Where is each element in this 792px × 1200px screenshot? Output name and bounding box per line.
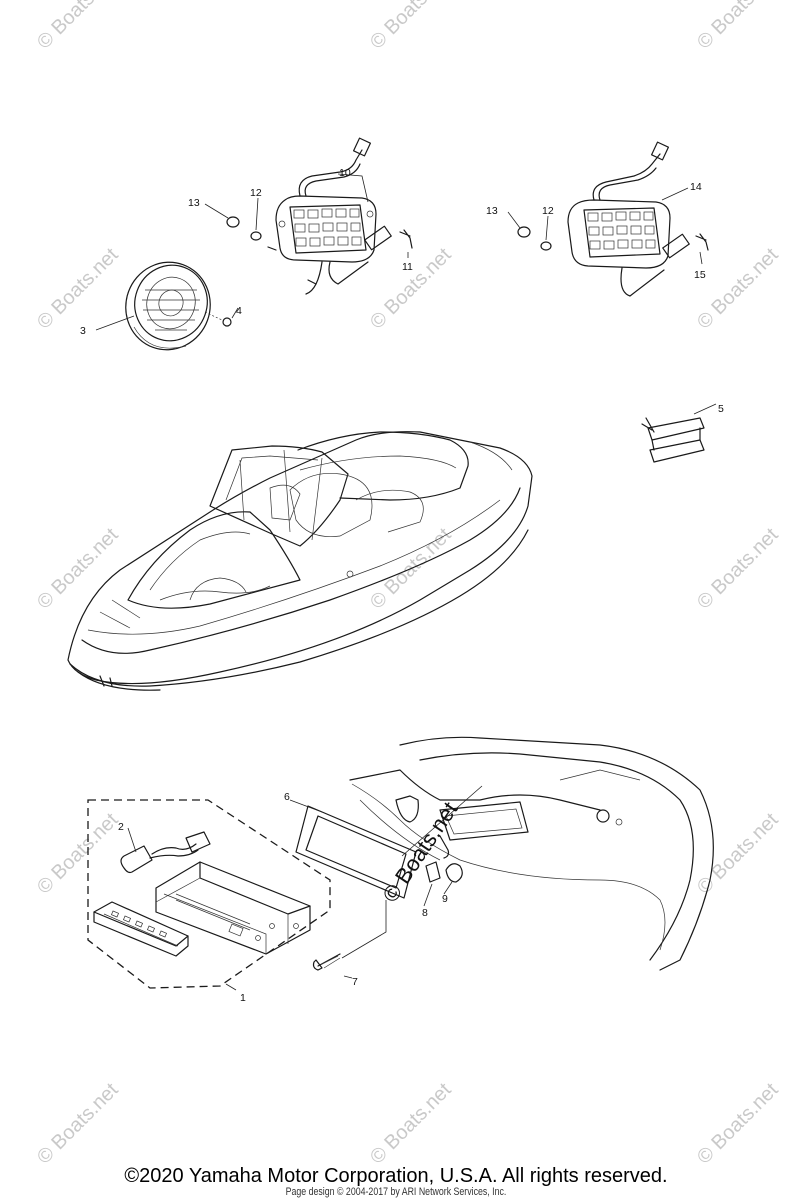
watermark: © Boats.net: [366, 0, 456, 54]
callout-4: 4: [236, 305, 242, 317]
callout-9: 9: [442, 893, 448, 905]
bolt-part-11: [399, 229, 413, 249]
callout-1: 1: [240, 992, 246, 1004]
switch-panel-part-10: [275, 137, 392, 295]
callout-3: 3: [80, 325, 86, 337]
watermark: © Boats.net: [693, 1079, 783, 1169]
bezel-frame-part-6: [295, 805, 417, 899]
watermark: © Boats.net: [693, 524, 783, 614]
watermark: © Boats.net: [33, 244, 123, 334]
switch-panel-part-14: [567, 141, 709, 297]
watermark: © Boats.net: [693, 809, 783, 899]
harness-connector-part-2: [120, 831, 211, 874]
callout-10: 10: [339, 167, 351, 179]
radio-body: [155, 861, 311, 955]
watermark: © Boats.net: [693, 244, 783, 334]
fastener-near-panel: [267, 246, 317, 285]
watermark: © Boats.net: [366, 244, 456, 334]
callout-13-right: 13: [486, 205, 498, 217]
watermark: © Boats.net: [33, 809, 123, 899]
watermark: © Boats.net: [693, 0, 783, 54]
callout-12-right: 12: [542, 205, 554, 217]
nut-part-13-left: [226, 216, 240, 228]
callout-5: 5: [718, 403, 724, 415]
watermark-prominent: © Boats.net: [377, 797, 462, 907]
screw-part-7: [312, 953, 341, 971]
callout-14: 14: [690, 181, 702, 193]
watermark: © Boats.net: [33, 0, 123, 54]
callout-12-left: 12: [250, 187, 262, 199]
screw-part-4: [204, 311, 232, 327]
watermark: © Boats.net: [33, 1079, 123, 1169]
callout-6: 6: [284, 791, 290, 803]
connector-part-5: [641, 417, 705, 463]
callout-8: 8: [422, 907, 428, 919]
speaker-grille-part-3: [125, 261, 211, 351]
copyright-notice: ©2020 Yamaha Motor Corporation, U.S.A. A…: [124, 1165, 668, 1187]
leader-lines: [95, 173, 717, 991]
watermark: © Boats.net: [366, 1079, 456, 1169]
radio-kit-part-1: [87, 799, 331, 989]
callout-numbers: 3 4 13 12 10 11 13 12 14 15 5 6 2 1 7 8 …: [80, 167, 724, 1004]
washer-part-12-right: [540, 241, 552, 251]
callout-7: 7: [352, 976, 358, 988]
watermark: © Boats.net: [33, 524, 123, 614]
page-design-credit: Page design © 2004-2017 by ARI Network S…: [285, 1186, 507, 1198]
callout-11: 11: [402, 261, 413, 273]
radio-faceplate: [93, 901, 189, 957]
boat-illustration: [67, 431, 533, 691]
callout-2: 2: [118, 821, 124, 833]
callout-15: 15: [694, 269, 706, 281]
clip-part-8: [425, 861, 441, 883]
helm-dashboard: [349, 736, 714, 971]
nut-part-13-right: [517, 226, 531, 238]
washer-part-12-left: [250, 231, 262, 241]
watermark-layer: © Boats.net © Boats.net © Boats.net © Bo…: [33, 0, 783, 1169]
knob-part-9: [445, 863, 463, 883]
callout-13-left: 13: [188, 197, 200, 209]
